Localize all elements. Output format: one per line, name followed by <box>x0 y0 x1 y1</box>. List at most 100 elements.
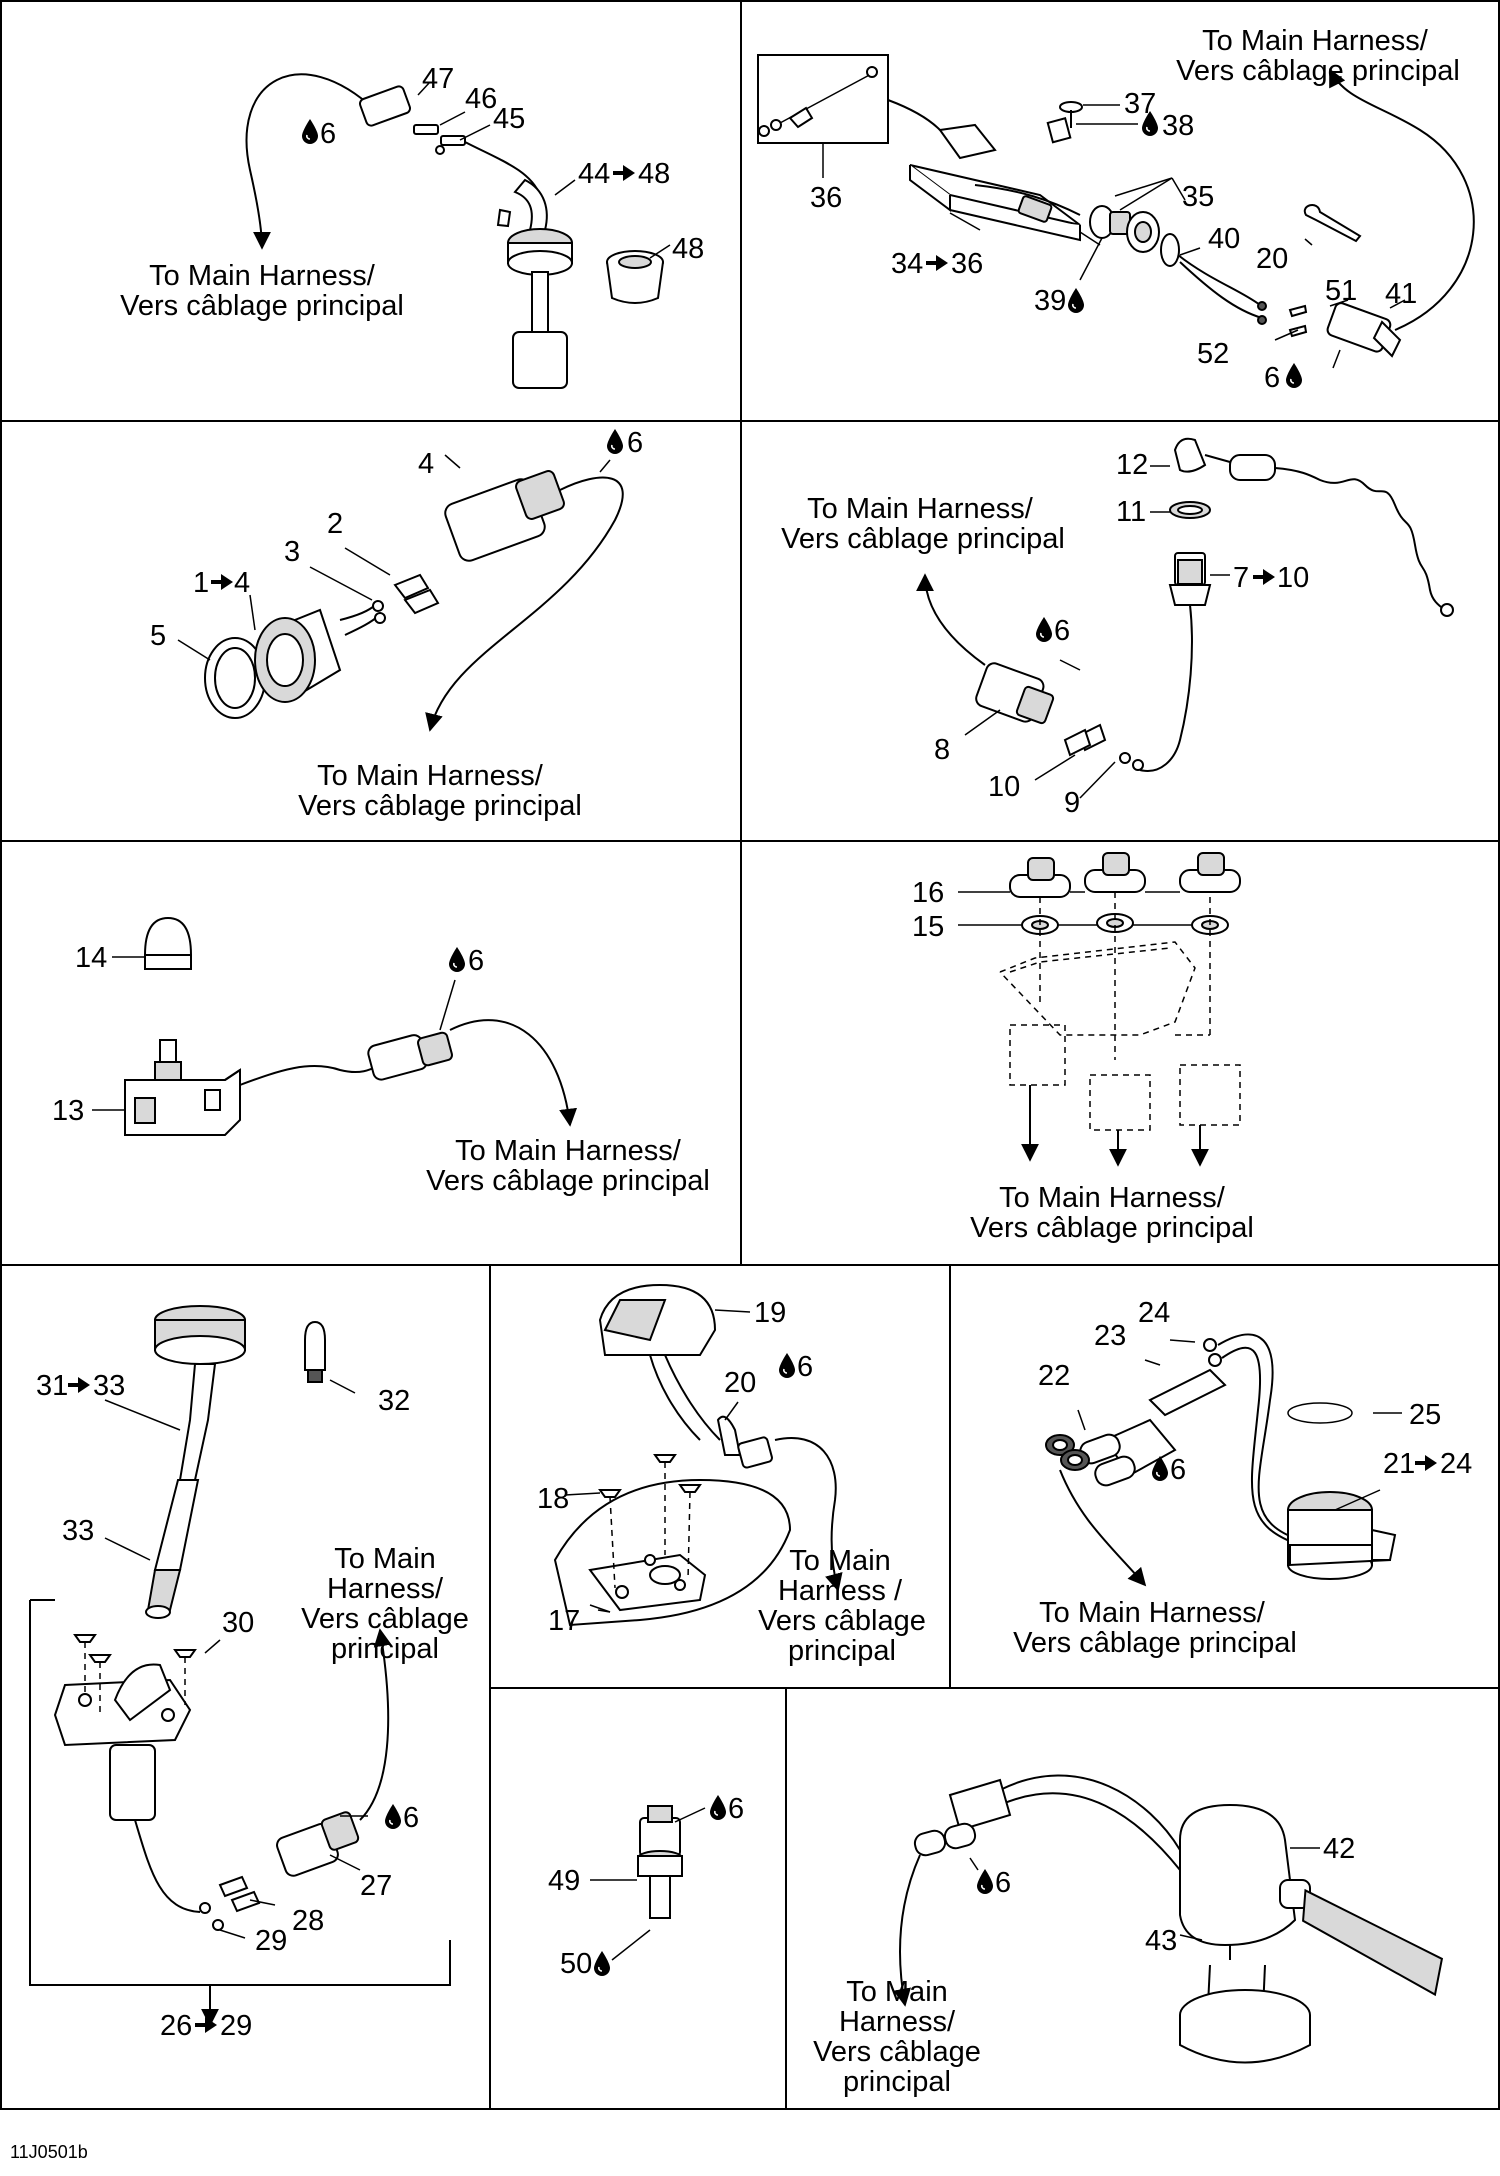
caption-fr: Vers câblage principal <box>1176 55 1460 87</box>
figure-code: 11J0501b <box>10 2142 88 2162</box>
sender-connector <box>359 85 466 155</box>
label-6: 6 <box>797 1351 813 1383</box>
knob-middle <box>1084 852 1151 1167</box>
label-25: 25 <box>1409 1399 1441 1431</box>
label-4-range: 4 <box>234 567 250 599</box>
label-16: 16 <box>912 877 944 909</box>
caption-line-1: To Main <box>334 1543 436 1575</box>
caption-line-3: Vers câblage <box>758 1605 926 1637</box>
label-6: 6 <box>1170 1454 1186 1486</box>
label-36: 36 <box>810 182 842 214</box>
label-29: 29 <box>255 1925 287 1957</box>
droplet-icon <box>709 1794 727 1821</box>
label-30: 30 <box>222 1607 254 1639</box>
label-48: 48 <box>672 233 704 265</box>
caption-line-4: principal <box>788 1635 896 1667</box>
label-40: 40 <box>1208 223 1240 255</box>
screw-37 <box>1059 101 1083 128</box>
label-20: 20 <box>1256 243 1288 275</box>
label-6: 6 <box>995 1867 1011 1899</box>
panel-lanyard-switch: 37 38 36 35 40 20 34 36 39 51 41 52 6 To… <box>757 25 1475 394</box>
label-7: 7 <box>1233 562 1249 594</box>
panel-bilge-pump: 24 23 22 25 6 21 24 To Main Harness/ Ver… <box>1013 1297 1472 1659</box>
label-31: 31 <box>36 1370 68 1402</box>
caption-line-4: principal <box>843 2066 951 2098</box>
right-arrow-icon <box>210 572 234 592</box>
label-10-range: 10 <box>1277 562 1309 594</box>
label-38: 38 <box>1162 110 1194 142</box>
panel-lanyard-cap: 12 11 7 10 6 8 10 9 To Main Harness/ Ver… <box>781 437 1454 819</box>
label-45: 45 <box>493 103 525 135</box>
label-28: 28 <box>292 1905 324 1937</box>
label-32: 32 <box>378 1385 410 1417</box>
label-24-range: 24 <box>1440 1448 1472 1480</box>
caption-line-1: To Main <box>846 1976 948 2008</box>
panel-knobs: 16 15 To Main Harness/ Vers câblage prin… <box>912 852 1254 1244</box>
panel-grid <box>0 0 1500 2110</box>
label-44: 44 <box>578 158 610 190</box>
caption-fr: Vers câblage principal <box>970 1212 1254 1244</box>
label-51: 51 <box>1325 275 1357 307</box>
label-50: 50 <box>560 1948 592 1980</box>
label-9: 9 <box>1064 787 1080 819</box>
label-6: 6 <box>403 1802 419 1834</box>
label-6: 6 <box>320 118 336 150</box>
label-8: 8 <box>934 734 950 766</box>
panel-anchor-light: 31 33 32 33 30 6 27 28 29 26 29 To Main … <box>29 1305 469 2042</box>
droplet-icon <box>301 118 319 145</box>
droplet-icon <box>1035 616 1053 643</box>
caption-line-2: Harness / <box>778 1575 903 1607</box>
right-arrow-icon <box>925 253 949 273</box>
right-arrow-icon <box>194 2015 218 2035</box>
panel-push-switch: 14 6 13 To Main Harness/ Vers câblage pr… <box>52 916 710 1197</box>
label-36-range: 36 <box>951 248 983 280</box>
caption-line-3: Vers câblage <box>301 1603 469 1635</box>
label-49: 49 <box>548 1865 580 1897</box>
droplet-icon <box>448 946 466 973</box>
label-17: 17 <box>548 1605 580 1637</box>
label-24: 24 <box>1138 1297 1170 1329</box>
label-21: 21 <box>1383 1448 1415 1480</box>
label-6: 6 <box>728 1793 744 1825</box>
panel-fuel-sender: 47 46 45 44 48 48 6 To Main Harness/ Ver… <box>120 63 704 389</box>
label-6: 6 <box>1264 362 1280 394</box>
label-33: 33 <box>62 1515 94 1547</box>
label-23: 23 <box>1094 1320 1126 1352</box>
right-arrow-icon <box>1414 1453 1438 1473</box>
caption-fr: Vers câblage principal <box>120 290 404 322</box>
caption-line-4: principal <box>331 1633 439 1665</box>
label-10: 10 <box>988 771 1020 803</box>
caption-line-3: Vers câblage <box>813 2036 981 2068</box>
droplet-icon <box>778 1352 796 1379</box>
droplet-icon <box>976 1868 994 1895</box>
label-6: 6 <box>468 945 484 977</box>
right-arrow-icon <box>67 1375 91 1395</box>
label-13: 13 <box>52 1095 84 1127</box>
droplet-icon <box>1067 287 1085 314</box>
caption-en: To Main Harness/ <box>149 260 376 292</box>
caption-en: To Main Harness/ <box>807 493 1034 525</box>
label-15: 15 <box>912 911 944 943</box>
knob-left <box>1009 857 1071 1162</box>
screws-18 <box>598 1454 702 1589</box>
label-19: 19 <box>754 1297 786 1329</box>
caption-fr: Vers câblage principal <box>298 790 582 822</box>
right-arrow-icon <box>1252 567 1276 587</box>
droplet-icon <box>384 1803 402 1830</box>
droplet-icon <box>606 428 624 455</box>
label-46: 46 <box>465 83 497 115</box>
label-5: 5 <box>150 620 166 652</box>
label-4: 4 <box>418 448 434 480</box>
label-35: 35 <box>1182 181 1214 213</box>
caption-line-2: Harness/ <box>839 2006 956 2038</box>
caption-en: To Main Harness/ <box>1039 1597 1266 1629</box>
label-29-range: 29 <box>220 2010 252 2042</box>
label-6: 6 <box>1054 615 1070 647</box>
label-39: 39 <box>1034 285 1066 317</box>
caption-en: To Main Harness/ <box>455 1135 682 1167</box>
label-48-range: 48 <box>638 158 670 190</box>
label-42: 42 <box>1323 1833 1355 1865</box>
droplet-icon <box>1285 362 1303 389</box>
label-1: 1 <box>193 567 209 599</box>
